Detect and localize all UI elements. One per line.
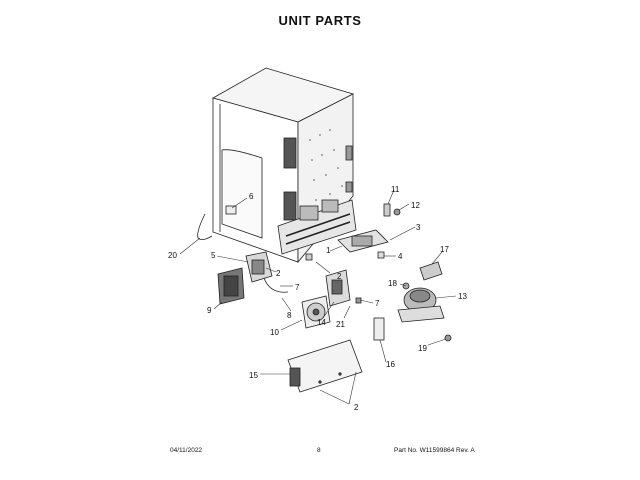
callout-19: 19: [418, 344, 427, 353]
callout-11: 11: [391, 185, 400, 194]
part-15-base-panel: [287, 339, 363, 393]
callout-12: 12: [411, 201, 420, 210]
callout-13: 13: [458, 292, 467, 301]
part-11-rod: [383, 203, 391, 217]
leader-lines: [179, 189, 457, 405]
part-16-bracket: [373, 317, 385, 341]
page-title: UNIT PARTS: [278, 13, 362, 28]
callout-18: 18: [388, 279, 397, 288]
callout-9: 9: [207, 306, 212, 315]
cabinet: [211, 67, 357, 264]
callout-8: 8: [287, 311, 292, 320]
callout-3: 3: [416, 223, 421, 232]
footer-page-number: 8: [317, 447, 321, 454]
part-3-tray: [337, 229, 389, 253]
callout-4: 4: [398, 252, 403, 261]
footer-part-number: Part No. W11599864 Rev. A: [394, 447, 475, 454]
callouts: 1 2 2 2 3 4 5 6 7 7 8 9 10 11 12 13 14 1…: [168, 185, 467, 412]
part-5-wire: [263, 277, 289, 293]
callout-2: 2: [276, 269, 281, 278]
part-17-pad: [419, 261, 443, 281]
callout-16: 16: [386, 360, 395, 369]
callout-2: 2: [337, 272, 342, 281]
callout-14: 14: [317, 318, 326, 327]
callout-7: 7: [375, 299, 380, 308]
callout-10: 10: [270, 328, 279, 337]
part-9-control-board: [217, 267, 245, 305]
part-14-bracket: [325, 269, 351, 307]
part-20-power-cord: [197, 213, 213, 240]
callout-21: 21: [336, 320, 345, 329]
part-12-screw: [393, 208, 401, 216]
callout-6: 6: [249, 192, 254, 201]
callout-5: 5: [211, 251, 216, 260]
callout-7: 7: [295, 283, 300, 292]
part-7-connector: [355, 297, 362, 304]
part-2-clip-a: [305, 253, 313, 261]
part-5-module: [245, 251, 273, 283]
part-13-compressor: [397, 287, 445, 323]
part-10-fan: [301, 295, 331, 329]
part-19-screw: [444, 334, 452, 342]
callout-2: 2: [354, 403, 359, 412]
callout-17: 17: [440, 245, 449, 254]
callout-15: 15: [249, 371, 258, 380]
part-6-bracket: [225, 205, 237, 215]
footer-date: 04/11/2022: [170, 447, 203, 454]
callout-1: 1: [326, 246, 331, 255]
part-4-clip: [377, 251, 385, 259]
callout-20: 20: [168, 251, 177, 260]
